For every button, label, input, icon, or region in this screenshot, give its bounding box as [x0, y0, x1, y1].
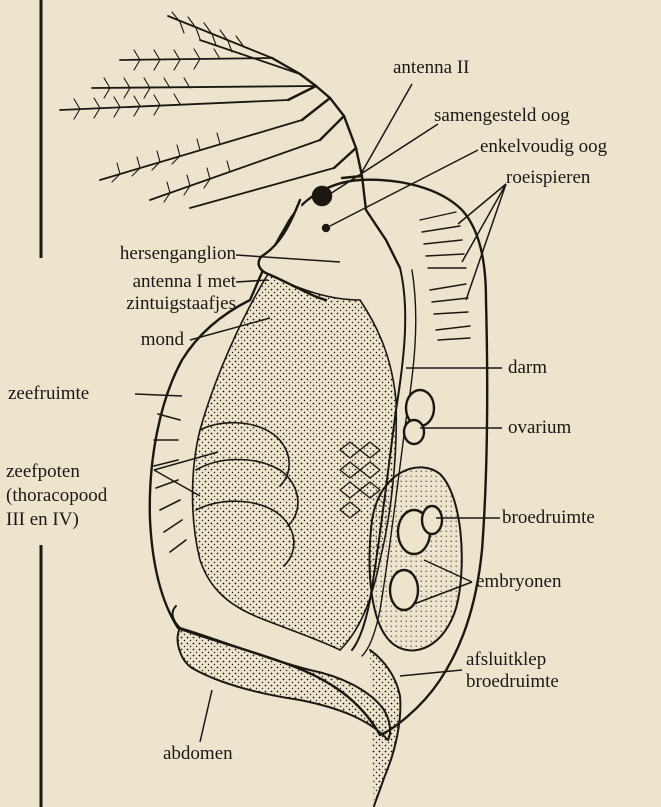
- ovarium-shape-2: [404, 420, 424, 444]
- antenna-ii-stem: [300, 74, 400, 268]
- label-zeefpoten-line3: III en IV): [6, 510, 79, 530]
- brood-valve: [370, 650, 400, 806]
- compound-eye: [313, 187, 331, 205]
- label-darm: darm: [508, 358, 547, 378]
- embryo-3: [422, 506, 442, 534]
- label-broedruimte: broedruimte: [502, 508, 595, 528]
- label-afsluitklep-line2: broedruimte: [466, 672, 559, 692]
- label-zeefpoten-line1: zeefpoten: [6, 462, 80, 482]
- label-samengesteld-oog: samengesteld oog: [434, 106, 570, 126]
- label-zeefruimte: zeefruimte: [8, 384, 89, 404]
- abdomen-shape: [178, 628, 390, 740]
- label-enkelvoudig-oog: enkelvoudig oog: [480, 137, 607, 157]
- abdominal-claw: [173, 606, 180, 628]
- label-ovarium: ovarium: [508, 418, 571, 438]
- label-zeefpoten-line2: (thoracopood: [6, 486, 107, 506]
- label-hersenganglion: hersenganglion: [66, 244, 236, 264]
- embryo-2: [390, 570, 418, 610]
- rowing-muscles: [420, 212, 470, 340]
- label-abdomen: abdomen: [163, 744, 233, 764]
- setae-barbs: [74, 12, 244, 202]
- label-antenna-i-line2: zintuigstaafjes: [66, 294, 236, 314]
- label-antenna-ii: antenna II: [393, 58, 469, 78]
- label-roeispieren: roeispieren: [506, 168, 590, 188]
- label-mond: mond: [66, 330, 184, 350]
- label-embryonen: embryonen: [476, 572, 561, 592]
- label-afsluitklep-line1: afsluitklep: [466, 650, 546, 670]
- antenna-setae: [60, 16, 334, 208]
- brood-pouch: [370, 467, 462, 650]
- antenna-ii-segments: [272, 58, 356, 168]
- label-antenna-i-line1: antenna I met: [66, 272, 236, 292]
- simple-eye: [323, 225, 329, 231]
